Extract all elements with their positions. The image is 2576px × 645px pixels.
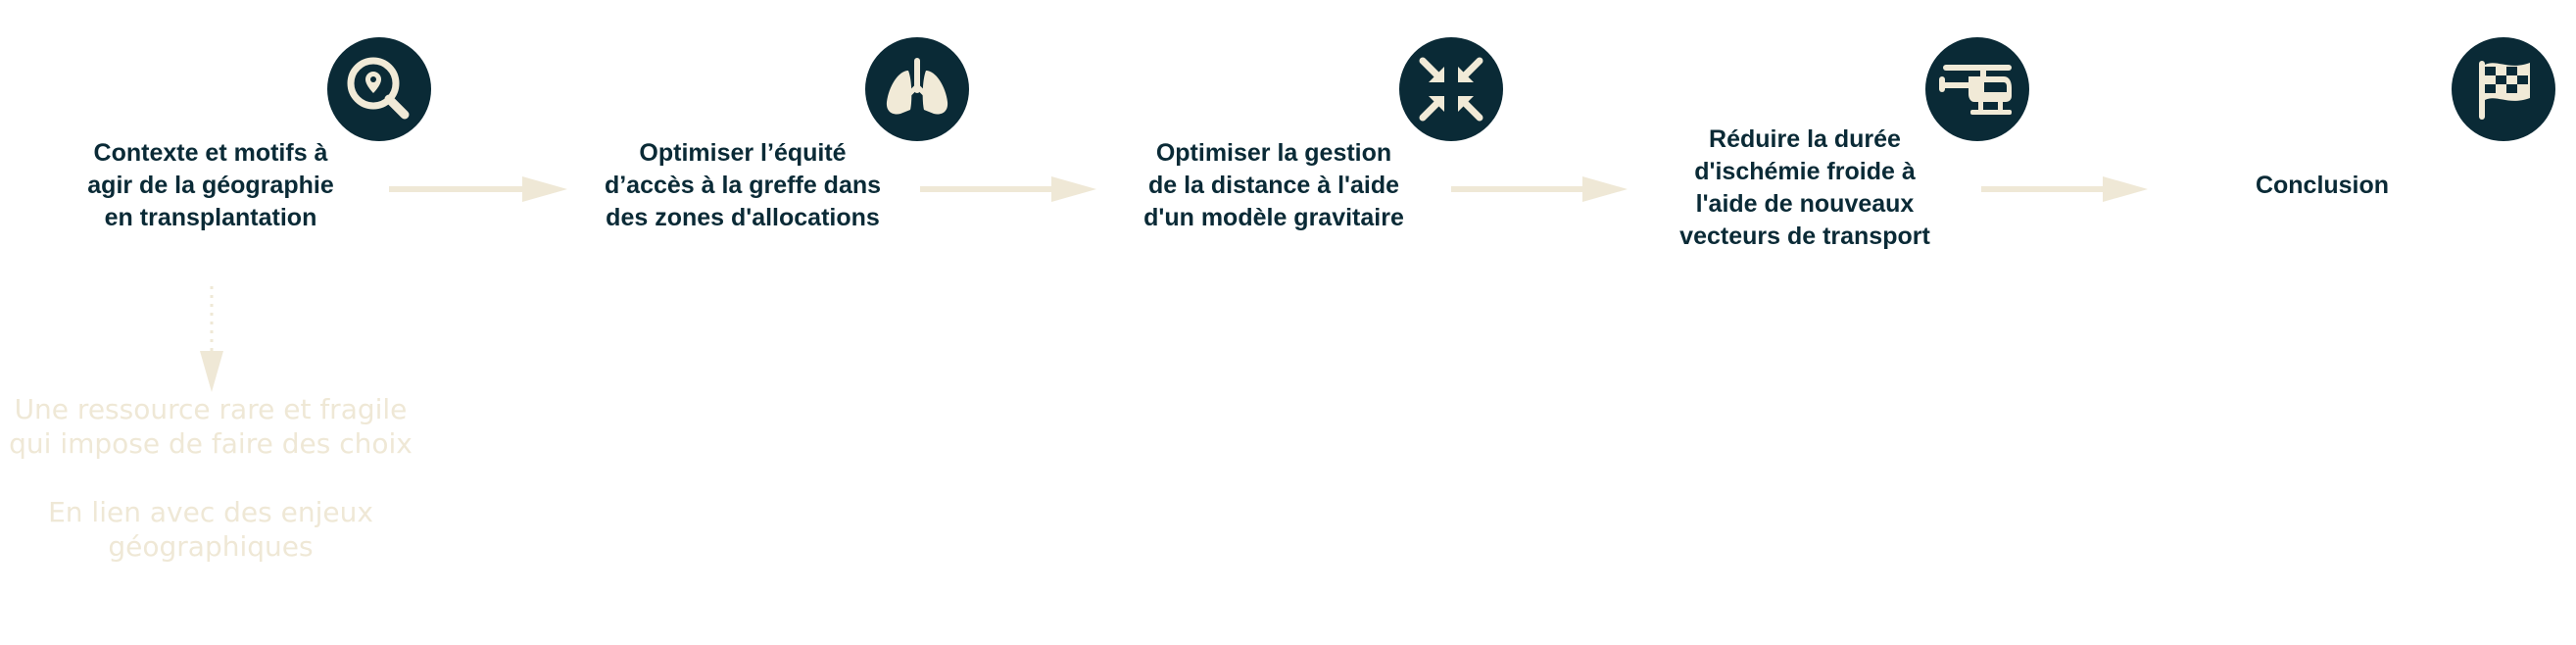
flow-arrow-1 [389, 173, 567, 206]
flow-arrow-4 [1981, 173, 2148, 206]
detail-resource-text: Une ressource rare et fragile qui impose… [9, 393, 413, 460]
step-1-label: Contexte et motifs à agir de la géograph… [87, 139, 334, 231]
step-3-label: Optimiser la gestion de la distance à l'… [1143, 139, 1404, 231]
location-search-icon [327, 37, 431, 141]
dotted-down-arrow [196, 286, 227, 394]
flow-arrow-3 [1451, 173, 1628, 206]
helicopter-icon [1925, 37, 2029, 141]
detail-geography-text: En lien avec des enjeux géographiques [48, 496, 373, 563]
flow-arrow-2 [920, 173, 1096, 206]
step-5-label: Conclusion [2255, 172, 2390, 199]
compress-arrows-icon [1399, 37, 1503, 141]
lungs-icon [865, 37, 969, 141]
step-4-label: Réduire la durée d'ischémie froide à l'a… [1679, 125, 1930, 250]
checkered-flag-icon [2452, 37, 2555, 141]
step-2-label: Optimiser l’équité d’accès à la greffe d… [604, 139, 882, 231]
